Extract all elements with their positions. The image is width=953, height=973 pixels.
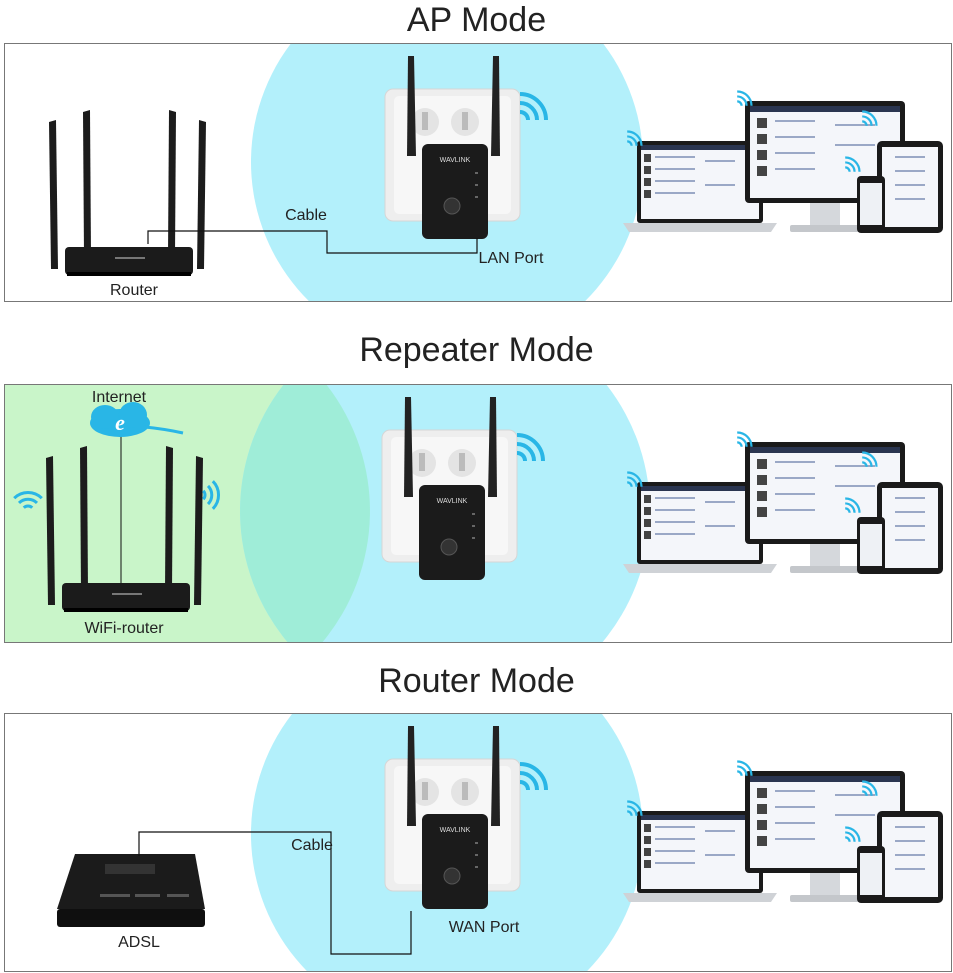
wan-port-label: WAN Port: [448, 919, 520, 936]
lan-port-label: LAN Port: [478, 250, 544, 267]
repeater-mode-panel: e WAVLINK Internet WiFi-router: [4, 384, 952, 643]
cable-label: Cable: [285, 207, 327, 224]
svg-text:e: e: [115, 410, 125, 435]
adsl-label: ADSL: [118, 934, 160, 951]
wifi-router-label: WiFi-router: [84, 620, 164, 637]
clients-image: [623, 762, 943, 904]
router-image: [49, 110, 206, 276]
adsl-modem-image: [57, 854, 205, 927]
extender-brand-logo: WAVLINK: [437, 498, 468, 505]
clients-image: [623, 433, 943, 575]
clients-image: [623, 92, 943, 234]
router-mode-panel: WAVLINK ADSL Cable WAN Port: [4, 713, 952, 972]
extender-brand-logo: WAVLINK: [440, 157, 471, 164]
cable-label: Cable: [291, 837, 333, 854]
router-mode-diagram: WAVLINK: [57, 714, 951, 971]
cable-line: [138, 831, 412, 955]
coverage-overlap: [240, 385, 370, 642]
ap-mode-panel: WAVLINK Router Cable LAN Port: [4, 43, 952, 302]
repeater-mode-diagram: e WAVLINK: [5, 385, 951, 642]
ap-mode-diagram: WAVLINK: [49, 44, 951, 301]
cable-line: [147, 230, 478, 254]
ap-mode-title: AP Mode: [406, 1, 547, 39]
repeater-mode-title: Repeater Mode: [359, 331, 594, 369]
extender-brand-logo: WAVLINK: [440, 827, 471, 834]
router-mode-title: Router Mode: [378, 662, 575, 700]
internet-cloud-icon: e: [90, 402, 184, 437]
router-label: Router: [109, 282, 159, 299]
internet-label: Internet: [91, 389, 147, 406]
